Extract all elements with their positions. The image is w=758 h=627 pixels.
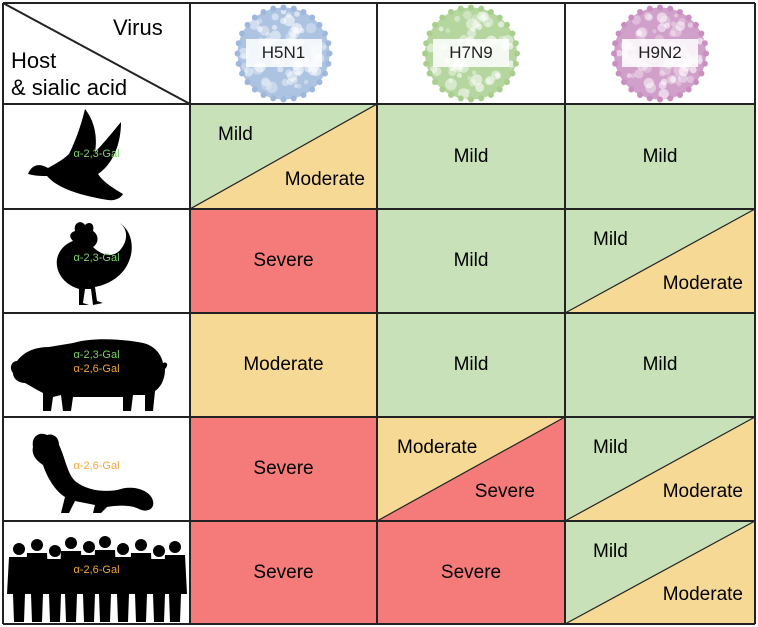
- corner-diagonal: [3, 3, 190, 104]
- severity-cell: Severe: [190, 417, 377, 521]
- severity-cell: Moderate: [190, 313, 377, 417]
- severity-label-lower: Moderate: [662, 273, 743, 294]
- grid-line-vertical: [754, 3, 756, 624]
- receptor-label: α-2,3-Gal: [73, 349, 120, 361]
- severity-label: Mild: [642, 354, 678, 375]
- host-row-label: Host: [11, 48, 57, 73]
- severity-label: Mild: [453, 250, 489, 271]
- ferret-silhouette-icon: [32, 433, 154, 513]
- receptor-label: α-2,3-Gal: [73, 147, 120, 160]
- severity-label-upper: Mild: [218, 124, 253, 145]
- grid-line-horizontal: [3, 623, 755, 625]
- severity-label: Severe: [440, 561, 502, 583]
- split-cell-background: [377, 417, 565, 521]
- severity-cell: Severe: [190, 521, 377, 624]
- severity-cell: Severe: [190, 209, 377, 313]
- grid-line-horizontal: [3, 312, 755, 314]
- grid-line-horizontal: [3, 2, 755, 4]
- severity-label-lower: Moderate: [662, 481, 743, 502]
- severity-label-upper: Mild: [593, 437, 628, 458]
- split-cell-background: [190, 104, 377, 209]
- severity-label: Severe: [253, 458, 314, 479]
- severity-label: Severe: [253, 561, 314, 583]
- severity-label-lower: Severe: [474, 481, 535, 502]
- virus-label: H9N2: [622, 38, 698, 67]
- severity-label: Severe: [253, 250, 314, 271]
- receptor-label: α-2,6-Gal: [73, 460, 120, 472]
- human-silhouette-icon: [7, 536, 187, 622]
- severity-cell: Severe: [377, 521, 565, 624]
- severity-cell: Mild: [377, 313, 565, 417]
- severity-label-lower: Moderate: [662, 584, 743, 605]
- host-chicken: α-2,3-Gal: [3, 209, 190, 313]
- chicken-silhouette-icon: [56, 222, 132, 305]
- virus-label: H5N1: [245, 38, 322, 67]
- severity-label: Mild: [453, 145, 489, 167]
- host-wild-bird: α-2,3-Gal: [3, 104, 190, 209]
- split-cell-background: [565, 209, 755, 313]
- severity-label: Mild: [642, 145, 678, 167]
- receptor-label: α-2,6-Gal: [73, 363, 120, 375]
- split-cell-background: [565, 417, 755, 521]
- split-cell-background: [565, 521, 755, 624]
- host-human: α-2,6-Gal: [3, 521, 190, 624]
- severity-cell: Mild: [377, 209, 565, 313]
- severity-cell: Mild: [565, 313, 755, 417]
- virus-header-h9n2: H9N2: [565, 3, 755, 104]
- severity-label-lower: Moderate: [284, 169, 365, 190]
- wild-bird-silhouette-icon: [28, 109, 123, 201]
- virus-label: H7N9: [433, 38, 509, 67]
- grid-line-horizontal: [3, 520, 755, 522]
- severity-label: Mild: [453, 354, 489, 375]
- receptor-label: α-2,6-Gal: [73, 563, 120, 576]
- virus-header-h7n9: H7N9: [377, 3, 565, 104]
- sialic-acid-label: & sialic acid: [11, 75, 128, 100]
- host-ferret: α-2,6-Gal: [3, 417, 190, 521]
- host-pig: α-2,3-Gal α-2,6-Gal: [3, 313, 190, 417]
- severity-cell: Mild: [377, 104, 565, 209]
- grid-line-horizontal: [3, 208, 755, 210]
- pig-silhouette-icon: [10, 339, 168, 411]
- header-corner: Virus Host & sialic acid: [3, 3, 190, 104]
- receptor-label: α-2,3-Gal: [73, 252, 120, 264]
- severity-label-upper: Moderate: [397, 437, 478, 458]
- grid-line-horizontal: [3, 416, 755, 418]
- severity-label: Moderate: [243, 354, 324, 375]
- grid-line-horizontal: [3, 103, 755, 105]
- virus-column-label: Virus: [113, 15, 163, 40]
- virus-header-h5n1: H5N1: [190, 3, 377, 104]
- severity-label-upper: Mild: [593, 541, 628, 562]
- severity-cell: Mild: [565, 104, 755, 209]
- severity-label-upper: Mild: [593, 229, 628, 250]
